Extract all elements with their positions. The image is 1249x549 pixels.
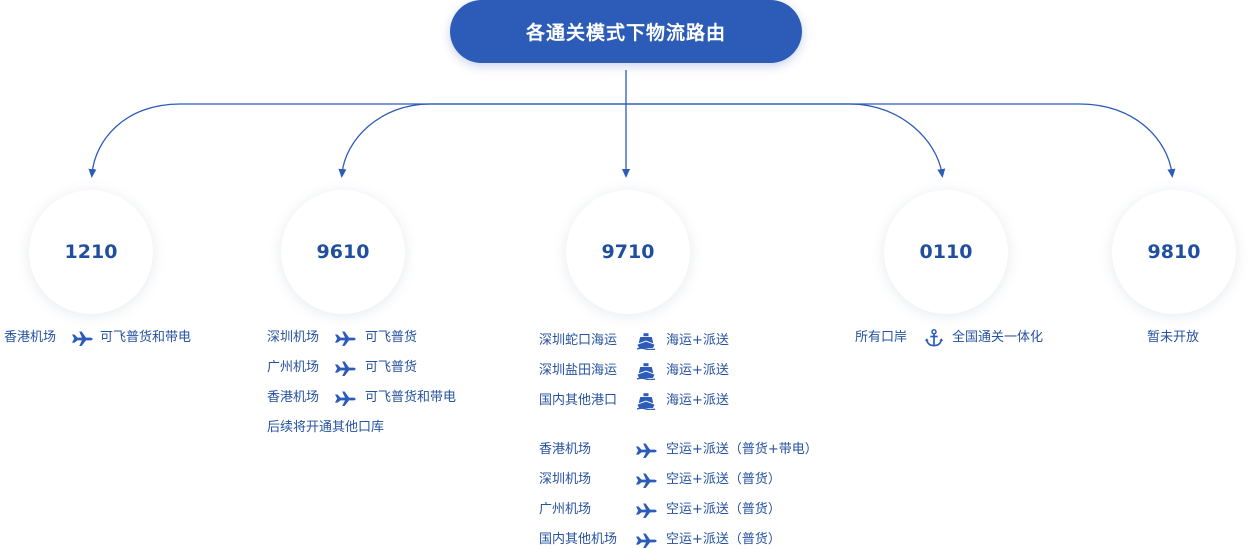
route-origin: 深圳机场 bbox=[539, 472, 592, 487]
connector-1210 bbox=[88, 103, 626, 178]
route-origin: 深圳蛇口海运 bbox=[539, 333, 618, 348]
route-service: 可飞普货 bbox=[365, 360, 418, 375]
route-origin: 广州机场 bbox=[267, 360, 320, 375]
route-service: 空运+派送（普货） bbox=[666, 532, 781, 547]
mode-circle-9610: 9610 bbox=[281, 190, 405, 314]
plane-icon bbox=[634, 531, 658, 549]
plane-icon bbox=[634, 471, 658, 489]
plane-icon bbox=[634, 501, 658, 519]
ship-icon bbox=[634, 362, 658, 380]
route-service: 海运+派送 bbox=[666, 393, 729, 408]
plane-icon bbox=[333, 329, 357, 347]
plane-icon bbox=[333, 359, 357, 377]
route-origin: 所有口岸 bbox=[855, 330, 908, 345]
connector-9610 bbox=[338, 103, 626, 178]
route-origin: 广州机场 bbox=[539, 502, 592, 517]
route-origin: 深圳盐田海运 bbox=[539, 363, 618, 378]
route-note: 暂未开放 bbox=[1147, 330, 1200, 345]
mode-circle-9810: 9810 bbox=[1112, 190, 1236, 314]
mode-circle-0110: 0110 bbox=[884, 190, 1008, 314]
route-origin: 香港机场 bbox=[539, 442, 592, 457]
mode-circle-9710: 9710 bbox=[566, 190, 690, 314]
mode-circle-1210: 1210 bbox=[29, 190, 153, 314]
route-origin: 国内其他机场 bbox=[539, 532, 618, 547]
plane-icon bbox=[333, 389, 357, 407]
route-note: 后续将开通其他口库 bbox=[267, 420, 385, 435]
page-title: 各通关模式下物流路由 bbox=[450, 0, 802, 63]
route-origin: 香港机场 bbox=[267, 390, 320, 405]
route-service: 可飞普货和带电 bbox=[365, 390, 457, 405]
plane-icon bbox=[634, 441, 658, 459]
route-service: 空运+派送（普货+带电） bbox=[666, 442, 818, 457]
route-service: 全国通关一体化 bbox=[952, 330, 1044, 345]
anchor-icon bbox=[922, 329, 946, 347]
route-service: 可飞普货和带电 bbox=[100, 330, 192, 345]
route-service: 空运+派送（普货） bbox=[666, 472, 781, 487]
route-service: 海运+派送 bbox=[666, 333, 729, 348]
route-service: 空运+派送（普货） bbox=[666, 502, 781, 517]
ship-icon bbox=[634, 332, 658, 350]
ship-icon bbox=[634, 392, 658, 410]
connector-9810 bbox=[626, 103, 1176, 178]
route-service: 海运+派送 bbox=[666, 363, 729, 378]
route-service: 可飞普货 bbox=[365, 330, 418, 345]
plane-icon bbox=[70, 329, 94, 347]
route-origin: 国内其他港口 bbox=[539, 393, 618, 408]
route-origin: 香港机场 bbox=[4, 330, 57, 345]
connector-0110 bbox=[626, 103, 946, 178]
route-origin: 深圳机场 bbox=[267, 330, 320, 345]
